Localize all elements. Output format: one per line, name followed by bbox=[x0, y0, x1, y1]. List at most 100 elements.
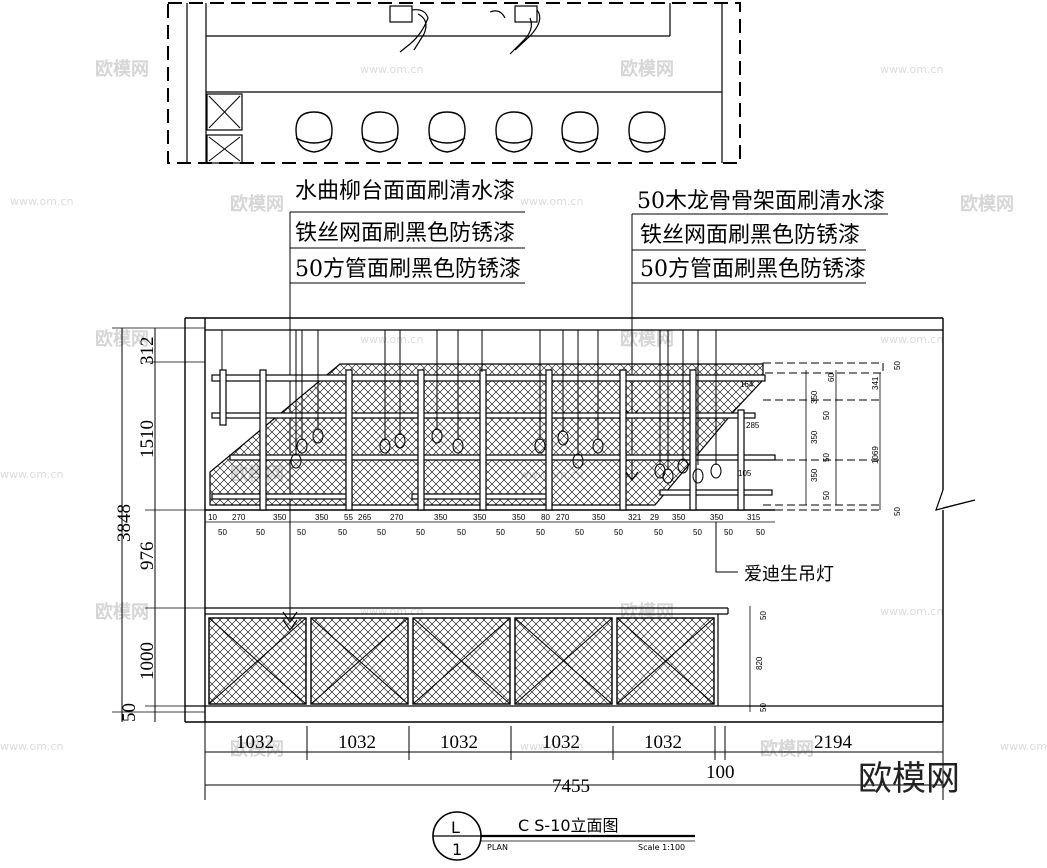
right-dashed-profile bbox=[762, 362, 884, 511]
plan-dashed-outline bbox=[167, 2, 741, 164]
right-dim: 50 bbox=[822, 453, 831, 462]
right-dim: 50 bbox=[893, 507, 902, 516]
dim-50: 50 bbox=[119, 703, 140, 722]
row-dim-sub: 50 bbox=[614, 528, 623, 537]
counter-panels bbox=[208, 617, 715, 705]
watermark-url: www.om.cn bbox=[0, 740, 63, 753]
title-circle-bottom: 1 bbox=[452, 840, 462, 859]
right-dim: 50 bbox=[822, 411, 831, 420]
row-dim: 350 bbox=[672, 513, 686, 522]
row-dim-sub: 50 bbox=[724, 528, 733, 537]
bottom-dimensions bbox=[204, 722, 944, 800]
row-dim-sub: 50 bbox=[457, 528, 466, 537]
plan-column bbox=[206, 134, 243, 164]
dim-total-height: 3848 bbox=[114, 504, 135, 542]
row-dim: 55 bbox=[344, 513, 353, 522]
watermark-url: www.om.cn bbox=[520, 740, 583, 753]
row-dim-sub: 50 bbox=[218, 528, 227, 537]
right-dim: 50 bbox=[822, 491, 831, 500]
dim-bay-1: 1032 bbox=[236, 732, 274, 753]
watermark-url: www.om.cn bbox=[10, 195, 73, 208]
row-dim: 350 bbox=[434, 513, 448, 522]
row-dim: 350 bbox=[592, 513, 606, 522]
dim-312: 312 bbox=[137, 337, 158, 366]
row-dim: 321 bbox=[628, 513, 642, 522]
counter-dim: 50 bbox=[759, 703, 768, 712]
row-dim-sub: 50 bbox=[756, 528, 765, 537]
drawing-title: C S-10立面图 bbox=[518, 816, 619, 835]
row-dim: 350 bbox=[473, 513, 487, 522]
row-dim: 29 bbox=[650, 513, 659, 522]
watermark-url: www.om.cn bbox=[880, 333, 943, 346]
row-dim-sub: 50 bbox=[654, 528, 663, 537]
dim-1000: 1000 bbox=[137, 642, 158, 680]
watermark-url: www.om.cn bbox=[360, 333, 423, 346]
dim-bay-5: 1032 bbox=[644, 732, 682, 753]
watermark-url: www.om.cn bbox=[520, 195, 583, 208]
inner-dim: 105 bbox=[738, 469, 752, 478]
row-dim: 350 bbox=[710, 513, 724, 522]
title-scale: Scale 1:100 bbox=[638, 843, 685, 852]
watermark-url: www.om.cn bbox=[360, 63, 423, 76]
elevation bbox=[184, 317, 976, 723]
counter-dims: 50 820 50 bbox=[749, 606, 768, 712]
right-dim: 350 bbox=[810, 468, 819, 482]
plan-column bbox=[206, 93, 243, 131]
left-dimensions bbox=[112, 327, 205, 722]
inner-dim: 285 bbox=[746, 421, 760, 430]
watermark-url: www.om.cn bbox=[880, 605, 943, 618]
notes-left: 水曲柳台面面刷清水漆 铁丝网面刷黑色防锈漆 50方管面刷黑色防锈漆 bbox=[282, 179, 525, 632]
watermark-brand: 欧模网 bbox=[760, 738, 814, 760]
row-dim-sub: 50 bbox=[536, 528, 545, 537]
row-dim-sub: 50 bbox=[377, 528, 386, 537]
row-dim: 80 bbox=[541, 513, 550, 522]
notes-right: 50木龙骨骨架面刷清水漆 铁丝网面刷黑色防锈漆 50方管面刷黑色防锈漆 bbox=[625, 189, 888, 481]
right-dims: 50 341 350 50 350 50 350 50 1069 50 60 bbox=[810, 361, 902, 516]
note-left-2: 铁丝网面刷黑色防锈漆 bbox=[295, 221, 515, 246]
right-dim: 341 bbox=[871, 376, 880, 390]
row-dim-sub: 50 bbox=[693, 528, 702, 537]
lamp-label: 爱迪生吊灯 bbox=[744, 564, 834, 585]
watermark-brand: 欧模网 bbox=[960, 193, 1014, 215]
inner-dims: 164 285 105 bbox=[738, 380, 760, 478]
brand-logo: 欧模网 bbox=[858, 759, 960, 799]
note-left-1: 水曲柳台面面刷清水漆 bbox=[295, 179, 515, 204]
plan-figures bbox=[389, 5, 541, 55]
watermark-url: www.om.cn bbox=[0, 468, 63, 481]
plan-view bbox=[167, 2, 741, 164]
watermark-url: www.om.cn bbox=[880, 63, 943, 76]
right-dim: 1069 bbox=[871, 446, 880, 464]
row-dim: 270 bbox=[556, 513, 570, 522]
row-dim: 10 bbox=[208, 513, 217, 522]
title-block: L 1 C S-10立面图 PLAN Scale 1:100 bbox=[432, 811, 695, 861]
watermark-brand: 欧模网 bbox=[620, 58, 674, 80]
row-dim: 350 bbox=[512, 513, 526, 522]
note-right-3: 50方管面刷黑色防锈漆 bbox=[640, 257, 866, 282]
title-plan: PLAN bbox=[487, 843, 508, 852]
note-left-3: 50方管面刷黑色防锈漆 bbox=[295, 257, 521, 282]
dim-bay-3: 1032 bbox=[440, 732, 478, 753]
row-dim-sub: 50 bbox=[338, 528, 347, 537]
row-dim-sub: 50 bbox=[416, 528, 425, 537]
inner-dim: 164 bbox=[740, 380, 754, 389]
note-right-2: 铁丝网面刷黑色防锈漆 bbox=[640, 223, 860, 248]
row-dim: 265 bbox=[358, 513, 372, 522]
dim-small-gap: 100 bbox=[706, 762, 735, 783]
title-circle-top: L bbox=[451, 818, 460, 837]
row-dim-sub: 50 bbox=[297, 528, 306, 537]
watermark-brand: 欧模网 bbox=[620, 328, 674, 350]
right-dim: 50 bbox=[893, 361, 902, 370]
dim-right-span: 2194 bbox=[814, 732, 853, 753]
row-dimensions: 10 270 350 350 55 265 270 350 350 350 80… bbox=[205, 513, 775, 537]
watermark-url: www.om.cn bbox=[360, 605, 423, 618]
row-dim: 270 bbox=[390, 513, 404, 522]
row-dim-sub: 50 bbox=[256, 528, 265, 537]
dim-976: 976 bbox=[137, 542, 158, 571]
watermark-brand: 欧模网 bbox=[230, 738, 284, 760]
plan-stools bbox=[295, 111, 666, 153]
note-right-1: 50木龙骨骨架面刷清水漆 bbox=[637, 189, 885, 214]
counter-dim: 50 bbox=[759, 611, 768, 620]
dim-total-width: 7455 bbox=[552, 776, 590, 797]
